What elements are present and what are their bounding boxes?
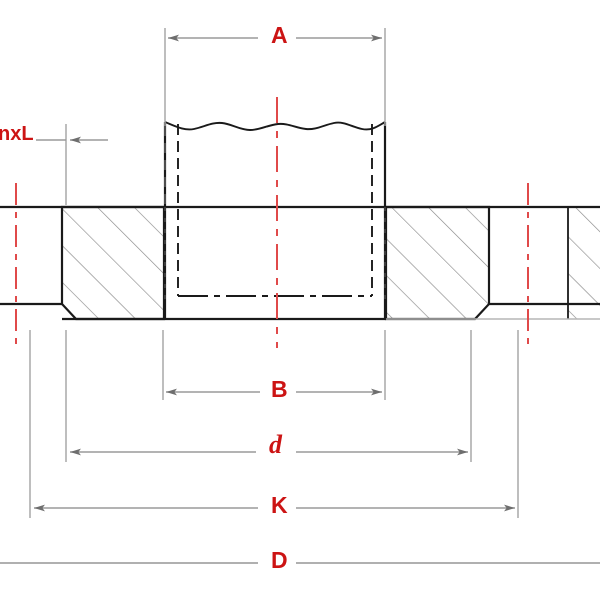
right-flange-body-hatch [386, 207, 489, 319]
dimension-lines-group [0, 34, 600, 564]
left-flange-body-hatch [62, 207, 164, 319]
dim-label-K: K [266, 494, 293, 517]
dim-label-nxL: nxL [0, 124, 36, 144]
flange-body-group [60, 205, 600, 321]
pipe-hub-group [163, 121, 387, 319]
dim-label-B: B [266, 378, 293, 401]
dim-label-A: A [266, 24, 293, 47]
extension-lines-group [29, 28, 519, 518]
far-right-body-hatch [568, 207, 600, 319]
flange-plate-faces [0, 205, 600, 321]
break-line [164, 121, 386, 131]
dim-label-D: D [266, 549, 293, 572]
dim-label-bolt-circle-d: d [264, 432, 287, 458]
centerlines-group [15, 97, 529, 348]
